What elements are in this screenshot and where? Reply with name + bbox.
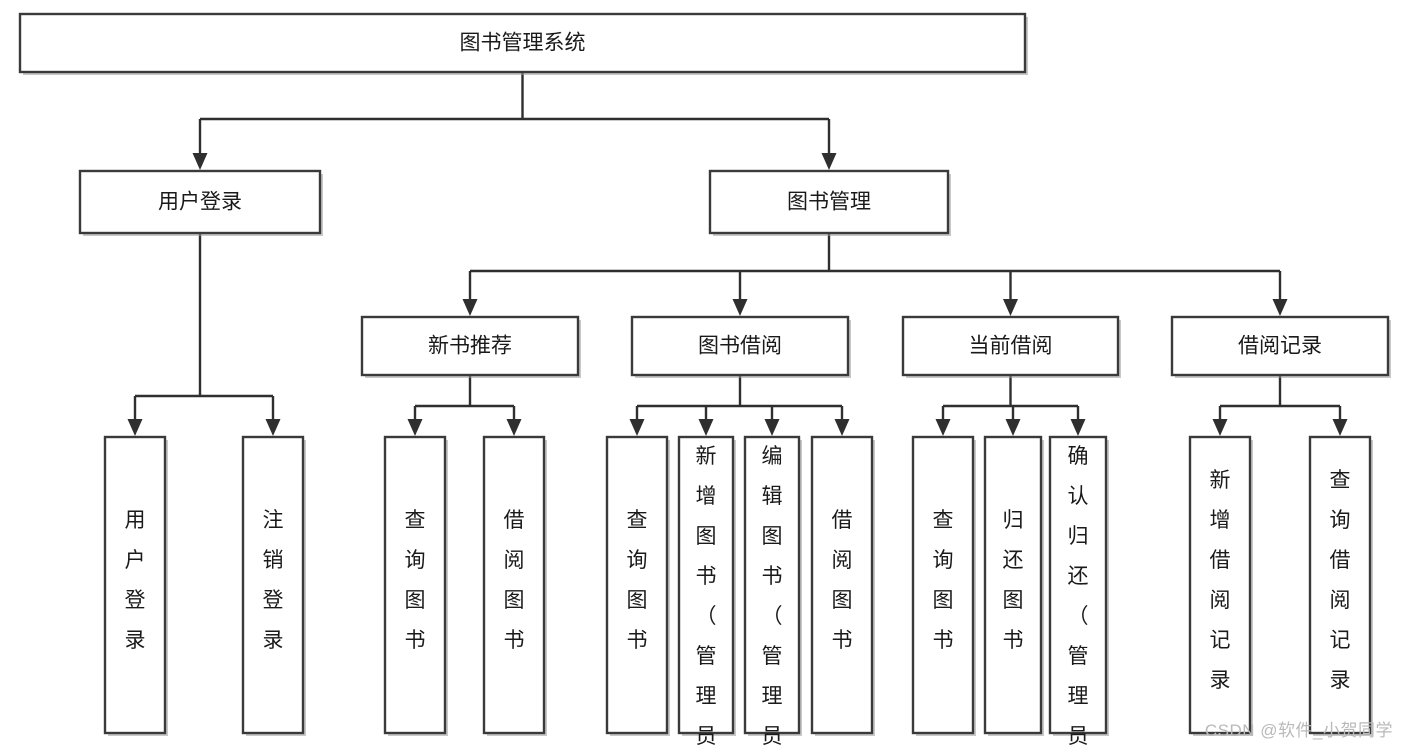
node-label: 新增借阅记录 — [1210, 469, 1231, 692]
arrow-head-icon — [192, 153, 208, 170]
arrow-head-icon — [732, 299, 748, 316]
node-leaf-query-book-1[interactable]: 查询图书 — [383, 435, 448, 736]
node-label: 图书管理 — [787, 191, 871, 214]
node-book-borrow[interactable]: 图书借阅 — [630, 315, 851, 378]
node-new-book-rec[interactable]: 新书推荐 — [360, 315, 581, 378]
arrow-head-icon — [1003, 299, 1018, 316]
connector-group-book-borrow — [629, 375, 850, 436]
node-current-borrow[interactable]: 当前借阅 — [901, 315, 1121, 378]
connector-group-user-login — [127, 233, 281, 436]
node-label: 注销登录 — [263, 509, 284, 652]
node-leaf-edit-book[interactable]: 编辑图书（管理员） — [743, 435, 802, 747]
arrow-head-icon — [834, 419, 850, 436]
node-label: 借阅图书 — [832, 509, 853, 652]
node-label: 用户登录 — [158, 191, 242, 214]
node-label: 归还图书 — [1003, 509, 1024, 652]
arrow-head-icon — [265, 419, 281, 436]
arrow-head-icon — [935, 419, 951, 436]
arrow-head-icon — [698, 419, 714, 436]
arrow-head-icon — [1272, 299, 1288, 316]
arrow-head-icon — [407, 419, 423, 436]
node-leaf-borrow-book-2[interactable]: 借阅图书 — [810, 435, 875, 736]
node-leaf-return-book[interactable]: 归还图书 — [983, 435, 1044, 736]
node-leaf-borrow-book-1[interactable]: 借阅图书 — [482, 435, 547, 736]
node-leaf-user-login[interactable]: 用户登录 — [103, 435, 168, 736]
node-leaf-query-record[interactable]: 查询借阅记录 — [1308, 435, 1373, 736]
nodes-layer: 图书管理系统用户登录图书管理新书推荐图书借阅当前借阅借阅记录用户登录注销登录查询… — [18, 12, 1391, 747]
node-user-login[interactable]: 用户登录 — [78, 169, 323, 236]
arrow-head-icon — [821, 153, 837, 170]
node-label: 借阅图书 — [504, 509, 525, 652]
node-label: 借阅记录 — [1238, 335, 1322, 358]
node-label: 图书借阅 — [698, 335, 782, 358]
connector-group-book-manage — [462, 233, 1288, 316]
arrow-head-icon — [1212, 419, 1228, 436]
node-label: 确认归还（管理员） — [1068, 445, 1089, 747]
watermark-label: CSDN @软件_小贺同学 — [1204, 721, 1393, 740]
node-root-system[interactable]: 图书管理系统 — [18, 12, 1028, 75]
node-borrow-record[interactable]: 借阅记录 — [1170, 315, 1391, 378]
arrow-head-icon — [1005, 419, 1021, 436]
node-leaf-logout[interactable]: 注销登录 — [241, 435, 306, 736]
node-label: 查询图书 — [627, 509, 648, 652]
node-label: 图书管理系统 — [460, 32, 586, 55]
arrow-head-icon — [1332, 419, 1348, 436]
connector-group-root — [192, 72, 837, 170]
node-label: 新增图书（管理员） — [696, 445, 717, 747]
node-book-manage[interactable]: 图书管理 — [708, 169, 951, 236]
node-label: 编辑图书（管理员） — [762, 445, 783, 747]
connector-group-borrow-record — [1212, 375, 1348, 436]
arrow-head-icon — [127, 419, 143, 436]
node-label: 新书推荐 — [428, 335, 512, 358]
node-label: 当前借阅 — [969, 335, 1053, 358]
connectors-layer — [127, 72, 1348, 436]
node-label: 查询图书 — [405, 509, 426, 652]
arrow-head-icon — [462, 299, 478, 316]
node-leaf-confirm-return[interactable]: 确认归还（管理员） — [1048, 435, 1109, 747]
arrow-head-icon — [764, 419, 780, 436]
connector-group-new-book-rec — [407, 375, 522, 436]
node-label: 查询图书 — [933, 509, 954, 652]
arrow-head-icon — [629, 419, 645, 436]
connector-group-current-borrow — [935, 375, 1086, 436]
node-leaf-add-record[interactable]: 新增借阅记录 — [1188, 435, 1253, 736]
arrow-head-icon — [1070, 419, 1086, 436]
node-label: 用户登录 — [125, 509, 146, 652]
node-leaf-query-book-2[interactable]: 查询图书 — [605, 435, 670, 736]
node-leaf-add-book[interactable]: 新增图书（管理员） — [677, 435, 736, 747]
node-leaf-query-book-3[interactable]: 查询图书 — [911, 435, 976, 736]
arrow-head-icon — [506, 419, 522, 436]
node-label: 查询借阅记录 — [1330, 469, 1351, 692]
